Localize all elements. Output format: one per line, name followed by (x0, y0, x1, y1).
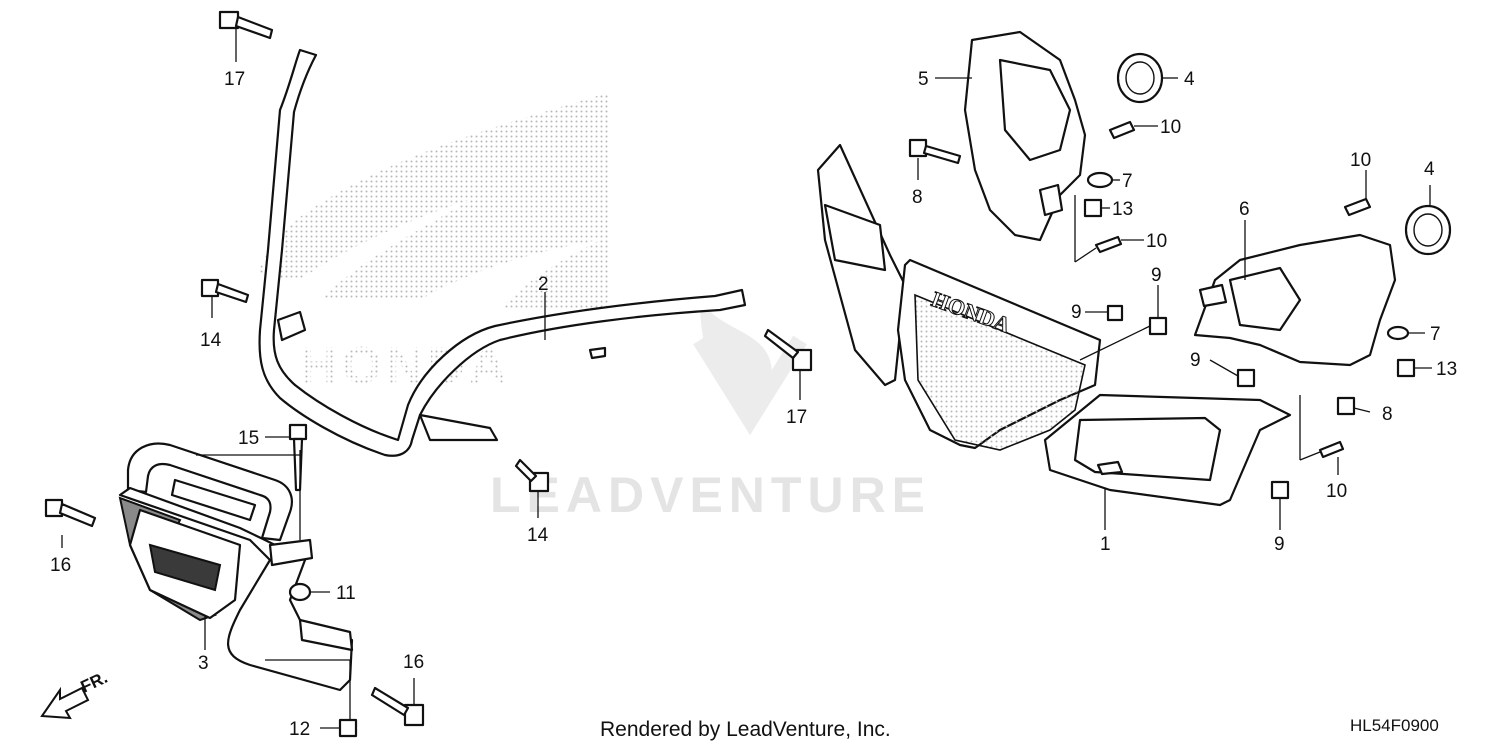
callout-4-top: 4 (1184, 69, 1195, 90)
callout-7-right: 7 (1430, 324, 1441, 345)
callout-7-left: 7 (1122, 171, 1133, 192)
callout-17-top: 17 (224, 69, 245, 90)
clip-9-b (1148, 316, 1168, 336)
callout-9-a: 9 (1071, 302, 1082, 323)
callout-10-c: 10 (1350, 150, 1371, 171)
clip-9-c (1236, 368, 1256, 388)
bumper-skid-plate (118, 442, 354, 692)
callout-2: 2 (538, 274, 549, 295)
washer-7-right (1386, 325, 1410, 341)
callout-16-left: 16 (50, 555, 71, 576)
callout-5: 5 (918, 69, 929, 90)
bolt-8-left (908, 138, 962, 165)
bolt-8-right (1336, 396, 1356, 416)
callout-15: 15 (238, 428, 259, 449)
front-arrow-icon (40, 686, 90, 720)
callout-6: 6 (1239, 199, 1250, 220)
callout-14-left: 14 (200, 330, 222, 351)
clip-9-a (1106, 304, 1124, 322)
bolt-15 (288, 423, 308, 492)
callout-1: 1 (1100, 534, 1111, 555)
honda-wing-logo: HONDA (258, 92, 610, 395)
callout-11: 11 (336, 583, 356, 604)
screw-10-d (1318, 440, 1345, 459)
callout-4-right: 4 (1424, 159, 1435, 180)
clip-9-d (1270, 480, 1290, 500)
callout-3: 3 (198, 653, 209, 674)
bolt-13-left (1083, 198, 1103, 218)
callout-8-left: 8 (912, 187, 923, 208)
ring-left (1116, 52, 1164, 104)
bolt-17-right (763, 328, 813, 372)
callout-13-right: 13 (1436, 359, 1457, 380)
callout-9-b: 9 (1151, 265, 1162, 286)
bolt-16-bottom (370, 686, 425, 727)
washer-7-left (1086, 171, 1114, 189)
callout-9-d: 9 (1274, 534, 1285, 555)
bolt-16-left (44, 498, 97, 528)
callout-13-left: 13 (1112, 199, 1133, 220)
callout-16-bottom: 16 (403, 652, 424, 673)
front-bar-tube (258, 48, 747, 457)
bolt-13-right (1396, 358, 1416, 378)
callout-numbers: 17 14 2 17 14 15 16 11 3 16 12 5 4 10 8 … (50, 69, 1457, 740)
fasteners (44, 10, 1416, 738)
diagram-code: HL54F0900 (1350, 716, 1439, 735)
callout-12: 12 (289, 719, 310, 740)
callout-17-right: 17 (786, 407, 807, 428)
rendered-by-credit: Rendered by LeadVenture, Inc. (600, 718, 891, 741)
nut-11 (288, 582, 312, 602)
callout-8-right: 8 (1382, 404, 1393, 425)
callout-10-b: 10 (1146, 231, 1167, 252)
watermark-text: LEADVENTURE (490, 467, 931, 523)
bolt-17-top (218, 10, 274, 40)
callout-9-c: 9 (1190, 350, 1201, 371)
screw-10-b (1094, 235, 1123, 254)
front-direction-marker: FR. (40, 668, 111, 720)
bolt-14-bottom (514, 458, 550, 493)
callout-10-d: 10 (1326, 481, 1347, 502)
bolt-14-left (200, 278, 250, 304)
left-air-duct (963, 30, 1087, 242)
leadventure-watermark: LEADVENTURE (490, 300, 931, 523)
right-air-duct (1193, 233, 1397, 367)
leader-lines (61, 28, 1432, 729)
screw-10-a (1108, 120, 1136, 140)
callout-14-bottom: 14 (527, 525, 549, 546)
callout-10-a: 10 (1160, 117, 1181, 138)
nut-12 (338, 718, 358, 738)
ring-right (1404, 204, 1452, 256)
screw-10-c (1343, 197, 1372, 217)
duct-rings (1116, 52, 1452, 256)
